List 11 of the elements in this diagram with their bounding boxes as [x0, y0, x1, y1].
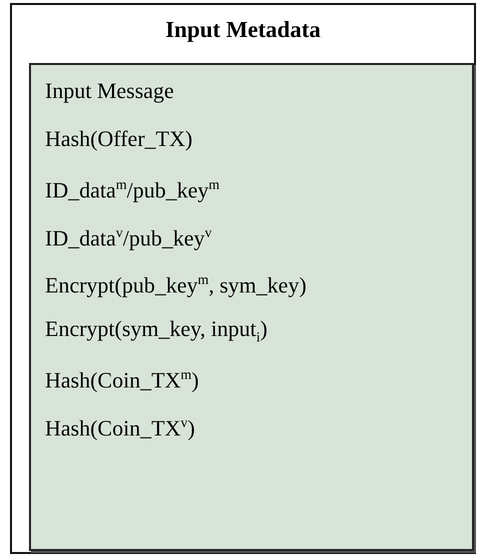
metadata-panel: [29, 63, 474, 551]
metadata-field: Encrypt(pub_key$^{m}$, sym_key): [45, 267, 306, 300]
metadata-field: ID_data$^{v}$/pub_key$^{v}$: [45, 220, 212, 252]
outer-box: [10, 3, 476, 554]
box-heading: Input Metadata: [164, 17, 322, 43]
metadata-field: Hash(Offer_TX): [45, 124, 192, 152]
metadata-field: ID_data$^{m}$/pub_key$^{m}$: [45, 172, 220, 204]
metadata-field: Input Message: [45, 77, 174, 105]
metadata-field: Encrypt(sym_key, input$_{i}$): [45, 314, 268, 352]
metadata-field: Hash(Coin_TX$^{m}$): [45, 362, 199, 394]
metadata-field: Hash(Coin_TX$^{v}$): [45, 410, 195, 442]
